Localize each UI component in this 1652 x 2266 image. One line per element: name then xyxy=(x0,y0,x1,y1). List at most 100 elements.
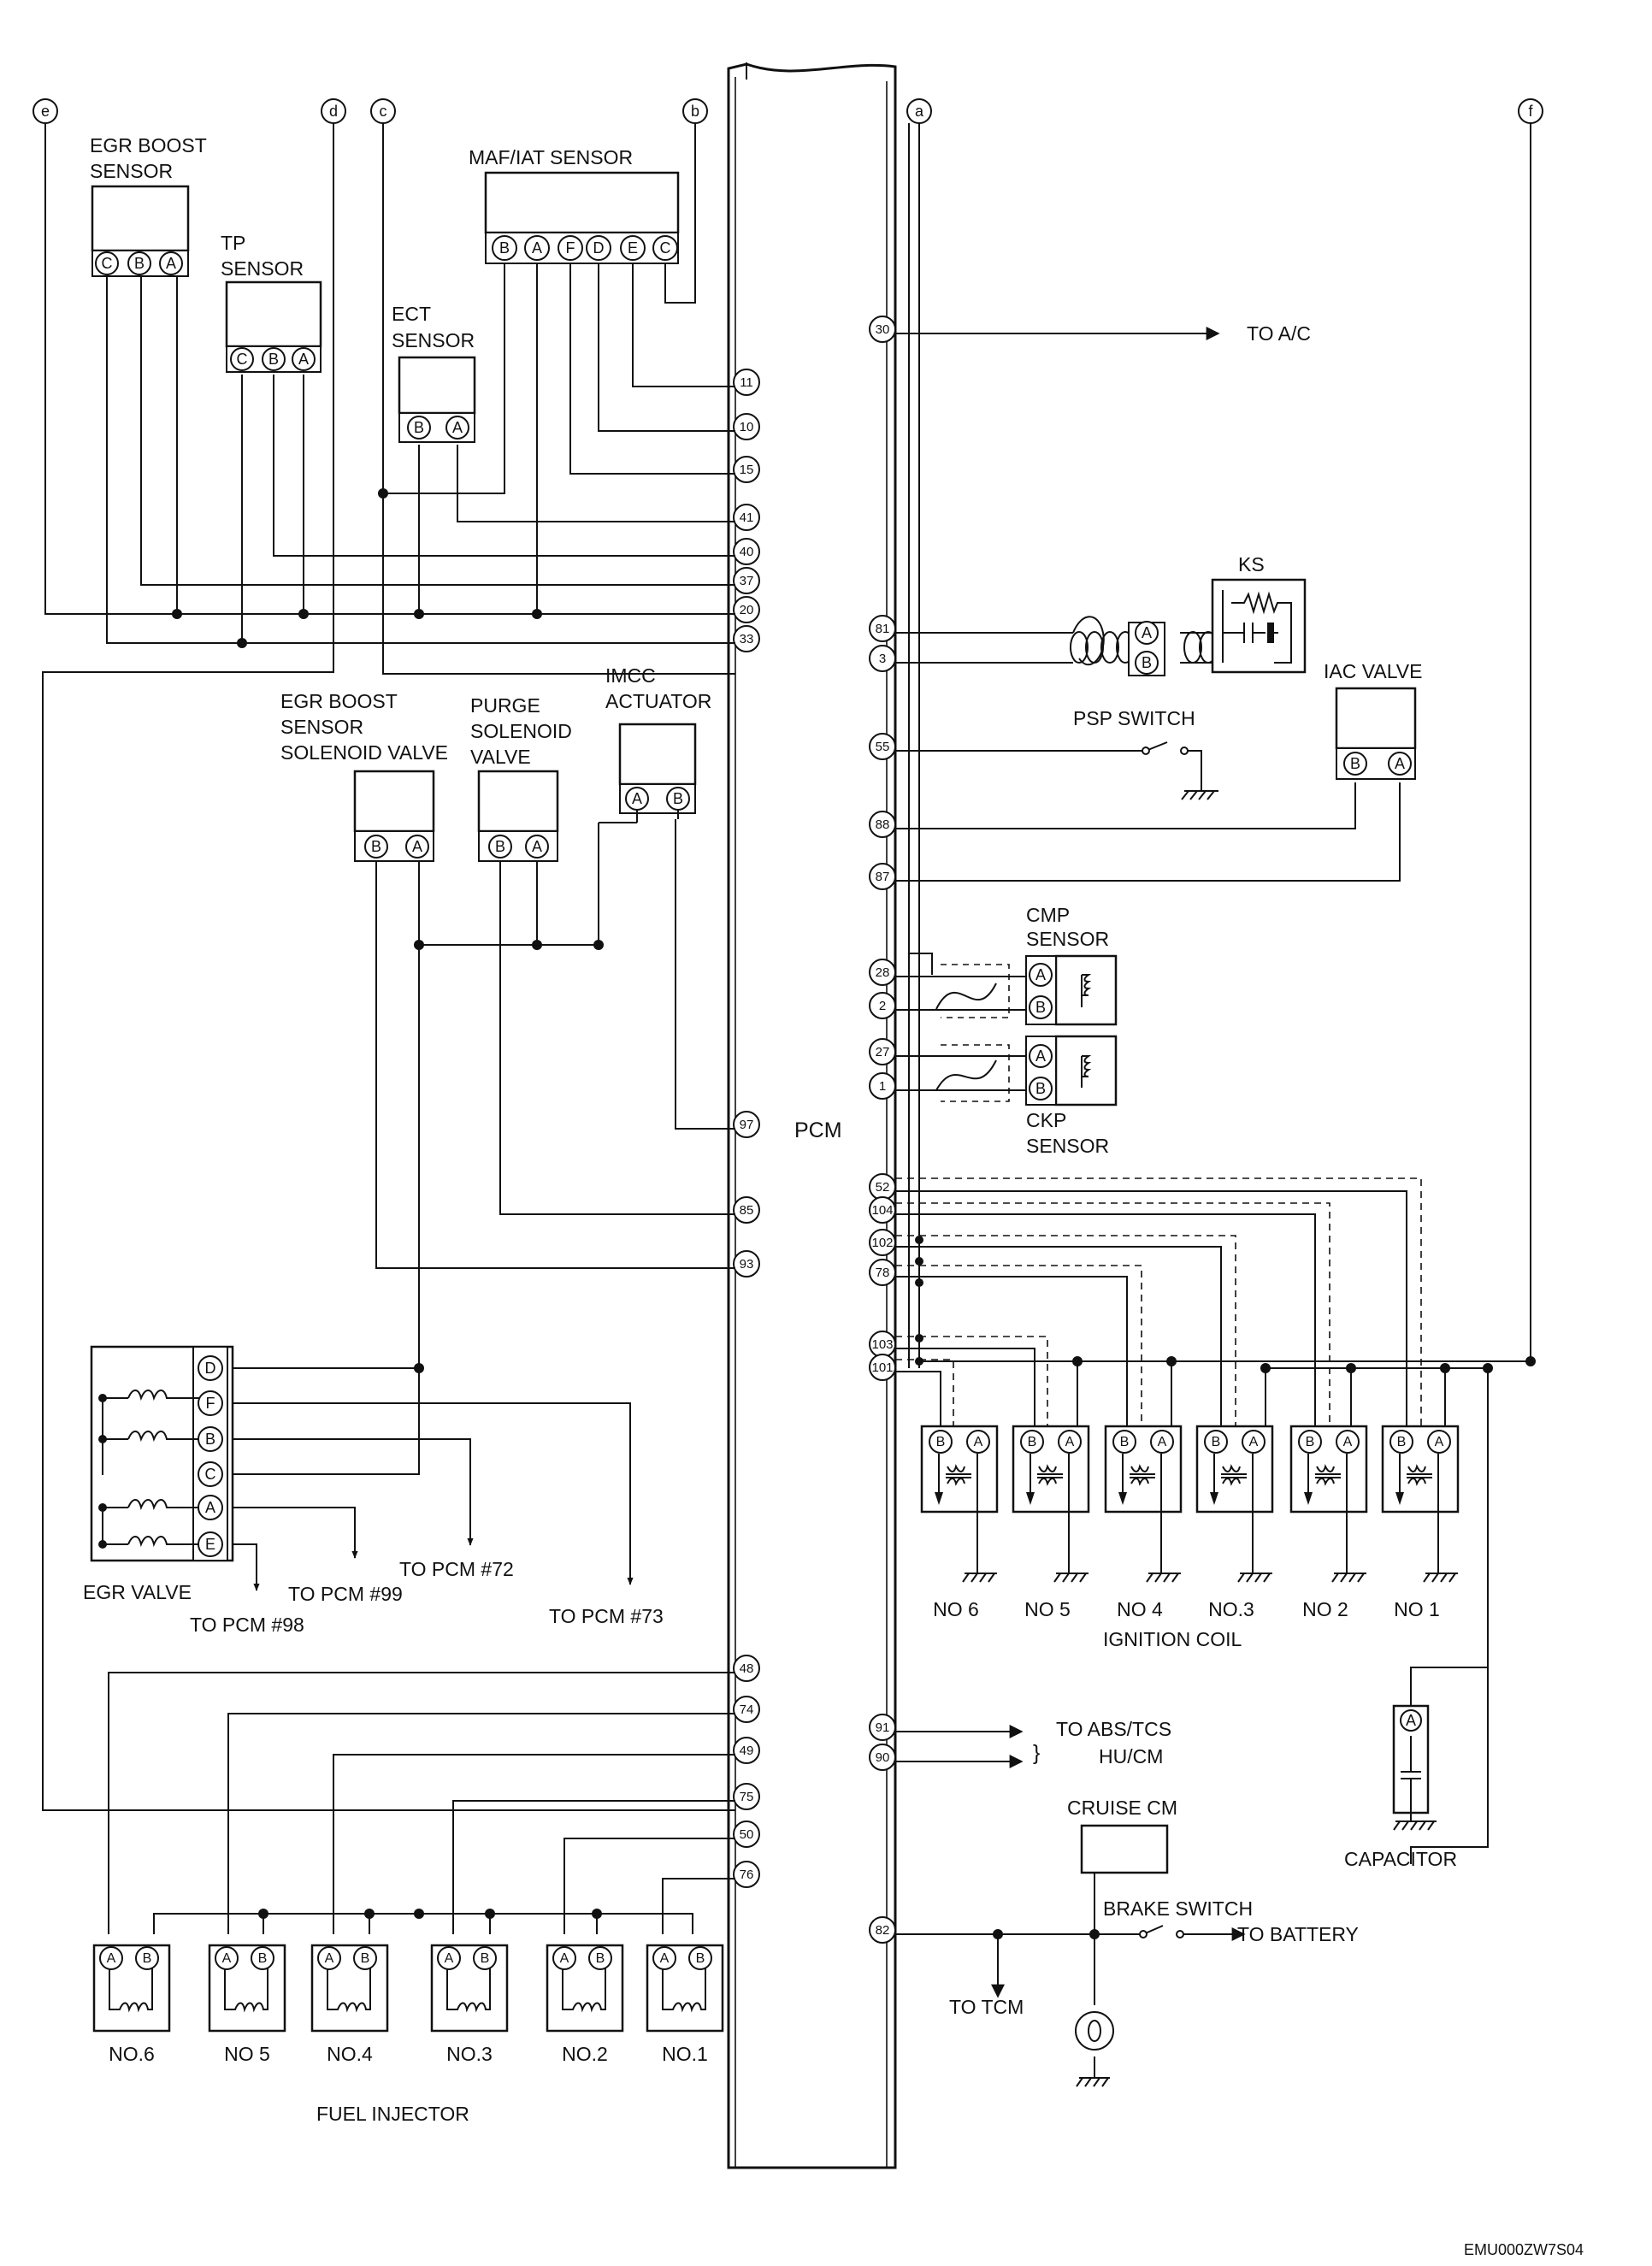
ks-wires xyxy=(895,616,1223,666)
pcm-pin-33-text: 33 xyxy=(740,632,754,646)
inj1-pin-a-text: A xyxy=(660,1951,670,1966)
pcm-pin-28: 28 xyxy=(869,959,896,986)
purge-pin-b: B xyxy=(495,838,505,855)
pcm-pin-28-text: 28 xyxy=(876,965,890,980)
cmp-pins: A B xyxy=(1029,963,1053,1019)
inj3-pin-a: A xyxy=(437,1946,461,1970)
junction-dots-top xyxy=(172,488,542,648)
coil-signal-wires xyxy=(895,1190,1407,1428)
coil1-pin-a-text: A xyxy=(1435,1435,1444,1449)
coil4-pin-a-text: A xyxy=(1158,1435,1167,1449)
pcm-pin-40-text: 40 xyxy=(740,545,754,559)
ks-coil-loops xyxy=(1070,631,1218,664)
egr-solenoid-pins: B A xyxy=(364,835,429,859)
tp-sensor-label1: TP xyxy=(221,232,245,254)
fuel-injector-unit-label: NO.3 xyxy=(446,2043,493,2065)
circle-label-f: f xyxy=(1518,98,1543,124)
coil2-pin-b: B xyxy=(1298,1430,1322,1454)
ks-label: KS xyxy=(1238,553,1265,575)
cruise-cm xyxy=(1080,1824,1169,1874)
circle-b-text: b xyxy=(691,103,699,120)
pcm-pin-37: 37 xyxy=(733,567,760,594)
pcm-label: PCM xyxy=(794,1118,842,1142)
iac-valve-label: IAC VALVE xyxy=(1324,660,1422,682)
coil4-pin-a: A xyxy=(1150,1430,1174,1454)
fuel-injector-unit-label: NO.2 xyxy=(562,2043,608,2065)
pcm-pin-2: 2 xyxy=(869,992,896,1019)
pcm-pin-52: 52 xyxy=(869,1173,896,1201)
pcm-pin-93-text: 93 xyxy=(740,1257,754,1272)
coil5-pin-b: B xyxy=(1020,1430,1044,1454)
brake-switch-label: BRAKE SWITCH xyxy=(1103,1897,1253,1920)
coil2-pin-a-text: A xyxy=(1343,1435,1353,1449)
pcm-pin-2-text: 2 xyxy=(879,999,886,1013)
ignition-coil-unit-label: NO.3 xyxy=(1208,1598,1254,1620)
actuator-wires xyxy=(375,819,735,1368)
pcm-pin-27-text: 27 xyxy=(876,1045,890,1059)
pcm-pin-81: 81 xyxy=(869,615,896,642)
circle-e-text: e xyxy=(41,103,50,120)
inj5-pin-b-text: B xyxy=(258,1951,268,1966)
inj3-pin-a-text: A xyxy=(445,1951,454,1966)
pcm-pin-91: 91 xyxy=(869,1714,896,1741)
egr-solenoid-label1: EGR BOOST xyxy=(280,690,398,712)
purge-pin-a: A xyxy=(532,838,542,855)
pcm-pin-101-text: 101 xyxy=(871,1360,893,1375)
pcm-pin-55-text: 55 xyxy=(876,740,890,754)
egr-valve-wires xyxy=(221,1367,634,1591)
coil1-pin-a: A xyxy=(1427,1430,1451,1454)
pcm-pin-97: 97 xyxy=(733,1111,760,1138)
pcm-pin-104: 104 xyxy=(869,1196,896,1224)
pcm-pin-10-text: 10 xyxy=(740,420,754,434)
pcm-pin-55: 55 xyxy=(869,733,896,760)
pcm-pin-97-text: 97 xyxy=(740,1118,754,1132)
egrv-pin-a: A xyxy=(205,1499,215,1516)
pcm-pin-10: 10 xyxy=(733,413,760,440)
inj6-pin-a: A xyxy=(99,1946,123,1970)
pcm-pin-75: 75 xyxy=(733,1783,760,1810)
pcm-pin-15: 15 xyxy=(733,456,760,483)
inj6-pin-b-text: B xyxy=(143,1951,152,1966)
tp-pin-b: B xyxy=(268,351,279,368)
coil6-pin-a-text: A xyxy=(974,1435,983,1449)
pcm-pin-27: 27 xyxy=(869,1038,896,1065)
pcm-pin-101: 101 xyxy=(869,1354,896,1381)
pcm-pin-20: 20 xyxy=(733,596,760,623)
ckp-pin-b: B xyxy=(1035,1080,1046,1097)
ckp-pin-a: A xyxy=(1035,1047,1046,1065)
maf-pin-c: C xyxy=(660,239,671,257)
pcm-pin-74: 74 xyxy=(733,1696,760,1723)
ect-sensor-label2: SENSOR xyxy=(392,329,475,351)
pcm-pin-82: 82 xyxy=(869,1916,896,1944)
circle-label-b: b xyxy=(682,98,708,124)
inj4-pin-a-text: A xyxy=(325,1951,334,1966)
pcm-pin-49: 49 xyxy=(733,1737,760,1764)
ignition-coil-unit-label: NO 5 xyxy=(1024,1598,1071,1620)
pcm-pin-102-text: 102 xyxy=(871,1236,893,1250)
inj2-pin-b: B xyxy=(588,1946,612,1970)
coil3-pin-a-text: A xyxy=(1249,1435,1259,1449)
inj5-pin-a: A xyxy=(215,1946,239,1970)
ect-sensor-label1: ECT xyxy=(392,303,431,325)
coil4-pin-b: B xyxy=(1112,1430,1136,1454)
imcc-label2: ACTUATOR xyxy=(605,690,711,712)
coil6-pin-a: A xyxy=(966,1430,990,1454)
inj1-pin-a: A xyxy=(652,1946,676,1970)
maf-pin-f: F xyxy=(566,239,575,257)
pcm-pin-41-text: 41 xyxy=(740,510,754,525)
junction-dots-mid xyxy=(414,940,604,1373)
coil2-pin-a: A xyxy=(1336,1430,1360,1454)
circle-c-text: c xyxy=(380,103,387,120)
to-abs-label-1: TO ABS/TCS xyxy=(1056,1718,1171,1740)
pcm-pin-104-text: 104 xyxy=(871,1203,893,1218)
egr-valve-dots xyxy=(98,1394,107,1549)
abs-brace: } xyxy=(1033,1741,1040,1765)
ect-pin-a: A xyxy=(452,419,463,436)
to-ac-label: TO A/C xyxy=(1247,322,1311,345)
coil5-pin-a-text: A xyxy=(1065,1435,1075,1449)
tp-pin-c: C xyxy=(237,351,248,368)
egrsol-pin-b: B xyxy=(371,838,381,855)
inj5-pin-a-text: A xyxy=(222,1951,232,1966)
